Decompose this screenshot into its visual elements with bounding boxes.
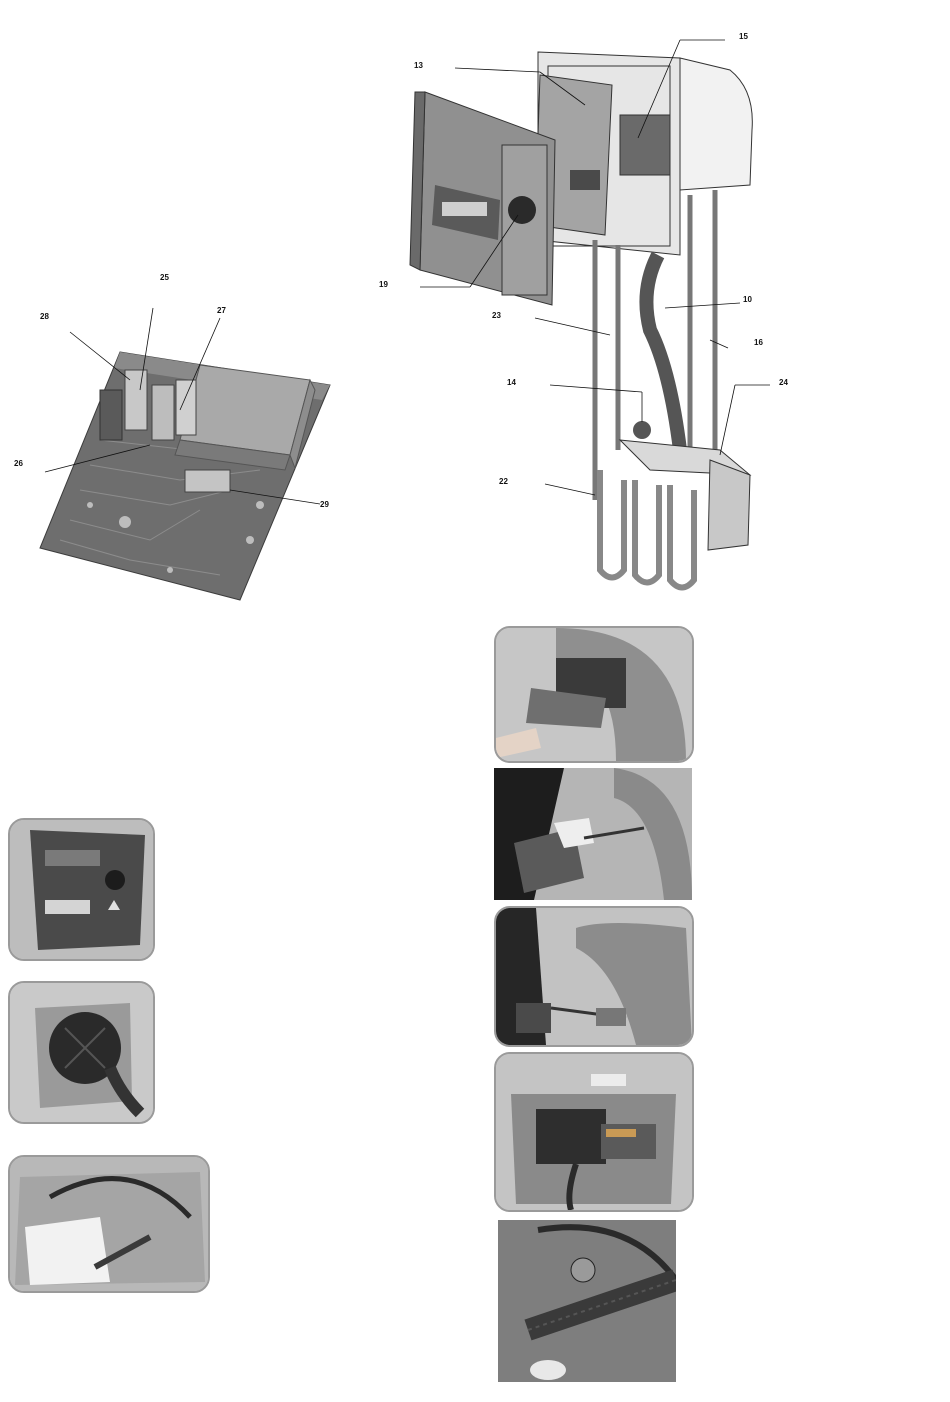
control-panel-photo bbox=[8, 818, 155, 961]
callout-23: 23 bbox=[492, 311, 501, 320]
callout-26: 26 bbox=[14, 459, 23, 468]
callout-24: 24 bbox=[779, 378, 788, 387]
callout-22: 22 bbox=[499, 477, 508, 486]
lift-panel-photo bbox=[494, 768, 692, 900]
callout-14: 14 bbox=[507, 378, 516, 387]
callout-29: 29 bbox=[320, 500, 329, 509]
callout-13: 13 bbox=[414, 61, 423, 70]
callout-27: 27 bbox=[217, 306, 226, 315]
pcb-board-illustration bbox=[30, 290, 350, 610]
vent-grille-photo bbox=[8, 981, 155, 1124]
extract-unit-photo bbox=[494, 906, 694, 1047]
heater-assembly-illustration bbox=[380, 30, 800, 600]
callout-10: 10 bbox=[743, 295, 752, 304]
tank-interior-photo bbox=[494, 1052, 694, 1212]
remove-panel-photo bbox=[494, 626, 694, 763]
callout-28: 28 bbox=[40, 312, 49, 321]
callout-15: 15 bbox=[739, 32, 748, 41]
callout-25: 25 bbox=[160, 273, 169, 282]
probe-cable-photo bbox=[8, 1155, 210, 1293]
hose-closeup-photo bbox=[498, 1220, 676, 1382]
callout-16: 16 bbox=[754, 338, 763, 347]
callout-19: 19 bbox=[379, 280, 388, 289]
